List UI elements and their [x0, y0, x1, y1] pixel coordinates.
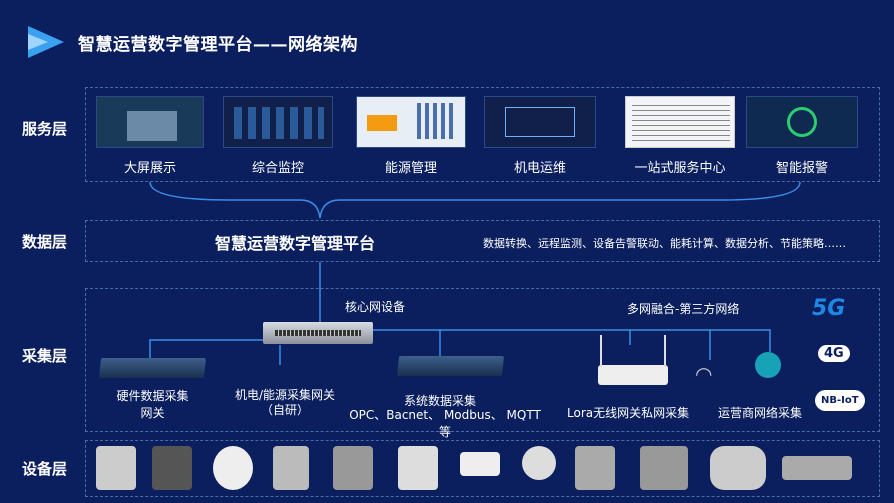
mep-gateway-label: 机电/能源采集网关 — [234, 388, 336, 402]
service-label: 机电运维 — [513, 161, 566, 176]
core-switch-label: 核心网设备 — [345, 300, 406, 314]
service-layer-box — [85, 87, 880, 182]
camera-icon — [460, 452, 500, 476]
hw-gateway-icon — [98, 358, 207, 378]
maintenance-thumb[interactable] — [484, 96, 596, 148]
carrier-label: 运营商网络采集 — [718, 406, 803, 420]
logo-icon — [28, 26, 64, 58]
boiler-icon — [710, 446, 766, 490]
antenna — [664, 335, 666, 367]
service-label: 智能报警 — [775, 161, 828, 176]
layer-device: 设备层 — [22, 460, 68, 478]
elevator-icon — [273, 446, 309, 490]
service-center-thumb[interactable] — [625, 96, 735, 148]
cooling-tower-icon — [333, 446, 373, 490]
multi-network-label: 多网融合-第三方网络 — [627, 302, 740, 316]
pump-icon — [782, 456, 852, 480]
fan-icon — [575, 446, 615, 490]
lora-label: Lora无线网关私网采集 — [567, 406, 690, 420]
sys-gateway-icon — [396, 356, 505, 376]
5g-badge: 5G — [812, 296, 846, 321]
4g-badge: 4G — [818, 345, 850, 362]
mep-gateway-note: （自研） — [260, 403, 309, 417]
service-label: 能源管理 — [384, 161, 437, 176]
layer-service: 服务层 — [22, 120, 68, 138]
air-conditioner-icon — [96, 446, 136, 490]
wifi-icon: ◠ — [695, 362, 713, 386]
layer-data: 数据层 — [22, 233, 68, 251]
service-label: 综合监控 — [251, 161, 304, 176]
nbiot-badge: NB-IoT — [815, 390, 865, 411]
screen-thumb[interactable] — [96, 96, 204, 148]
service-label: 一站式服务中心 — [634, 161, 726, 176]
smoke-detector-icon — [213, 446, 253, 490]
china-mobile-icon — [755, 352, 781, 378]
controller-icon — [398, 446, 438, 490]
protocols-label: OPC、Bacnet、 Modbus、 MQTT等 — [349, 408, 541, 439]
collect-layer-box — [85, 288, 880, 432]
chiller-icon — [640, 446, 688, 490]
heat-exchanger-icon — [152, 446, 192, 490]
platform-name: 智慧运营数字管理平台 — [215, 234, 376, 253]
sys-collect-label: 系统数据采集 — [403, 394, 476, 408]
data-layer-box — [85, 220, 880, 262]
core-switch-icon — [263, 322, 373, 344]
layer-collect: 采集层 — [22, 347, 68, 365]
hw-gateway-label: 硬件数据采集 网关 — [116, 389, 189, 420]
pressure-gauge-icon — [522, 446, 556, 480]
platform-features: 数据转换、远程监测、设备告警联动、能耗计算、数据分析、节能策略…… — [483, 237, 846, 250]
energy-thumb[interactable] — [356, 96, 466, 148]
alarm-thumb[interactable] — [746, 96, 858, 148]
lora-router-icon — [598, 365, 668, 385]
page-title: 智慧运营数字管理平台——网络架构 — [78, 35, 358, 55]
antenna — [600, 335, 602, 367]
device-layer-box — [85, 440, 880, 497]
monitor-thumb[interactable] — [223, 96, 333, 148]
service-label: 大屏展示 — [123, 161, 176, 176]
